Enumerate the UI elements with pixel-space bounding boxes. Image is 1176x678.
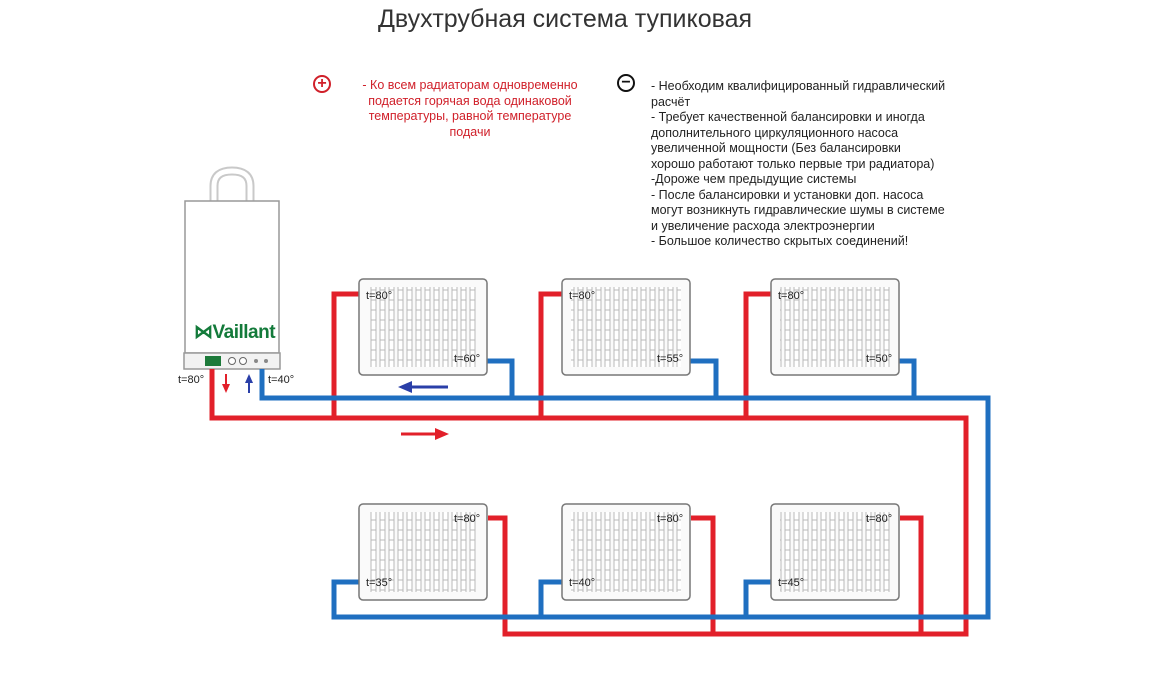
radiator-bottom-2-in-temp: t=80° bbox=[657, 513, 684, 525]
pros-line: температуры, равной температуре bbox=[368, 109, 572, 123]
cons-line: могут возникнуть гидравлические шумы в с… bbox=[651, 203, 945, 217]
boiler-indicator bbox=[254, 359, 258, 363]
pros-line: подачи bbox=[449, 124, 491, 139]
cons-line: - После балансировки и установки доп. на… bbox=[651, 187, 924, 202]
cons-note: - Необходим квалифицированный гидравличе… bbox=[651, 79, 991, 250]
cons-line: увеличенной мощности (Без балансировки bbox=[651, 141, 901, 155]
plus-icon: + bbox=[313, 75, 331, 93]
radiator-bottom-2 bbox=[561, 503, 691, 601]
boiler-body bbox=[184, 200, 280, 354]
radiator-bottom-3-out-temp: t=45° bbox=[778, 577, 805, 589]
cons-line: и увеличение расхода электроэнергии bbox=[651, 218, 875, 233]
diagram-title: Двухтрубная система тупиковая bbox=[377, 5, 753, 33]
boiler-knob bbox=[228, 357, 236, 365]
cons-line: - Требует качественной балансировки и ин… bbox=[651, 110, 925, 124]
boiler-supply-temp: t=80° bbox=[178, 374, 205, 386]
boiler-indicator bbox=[264, 359, 268, 363]
radiator-top-1-out-temp: t=60° bbox=[454, 353, 481, 365]
cons-line: -Дороже чем предыдущие системы bbox=[651, 172, 857, 186]
radiator-bottom-2-out-temp: t=40° bbox=[569, 577, 596, 589]
arrow-left-icon bbox=[398, 381, 448, 393]
radiator-bottom-3 bbox=[770, 503, 900, 601]
minus-icon: − bbox=[617, 74, 635, 92]
boiler-return-temp: t=40° bbox=[268, 374, 295, 386]
radiator-bottom-3-in-temp: t=80° bbox=[866, 513, 893, 525]
boiler-brand-logo: ⋈Vaillant bbox=[194, 322, 276, 343]
supply-pipes bbox=[209, 291, 969, 637]
radiator-top-3-in-temp: t=80° bbox=[778, 290, 805, 302]
cons-line: дополнительного циркуляционного насоса bbox=[651, 125, 899, 140]
arrow-down-icon bbox=[222, 374, 230, 393]
pros-note: - Ко всем радиаторам одновременно подает… bbox=[340, 78, 600, 140]
radiator-top-1-in-temp: t=80° bbox=[366, 290, 393, 302]
radiator-bottom-1-in-temp: t=80° bbox=[454, 513, 481, 525]
cons-line: - Необходим квалифицированный гидравличе… bbox=[651, 79, 946, 93]
return-pipes bbox=[259, 358, 991, 620]
radiator-top-2 bbox=[561, 278, 691, 376]
radiator-bottom-1-out-temp: t=35° bbox=[366, 577, 393, 589]
radiator-top-2-in-temp: t=80° bbox=[569, 290, 596, 302]
arrow-right-icon bbox=[401, 428, 449, 440]
boiler-knob bbox=[239, 357, 247, 365]
radiator-top-3-out-temp: t=50° bbox=[866, 353, 893, 365]
radiator-bottom-1 bbox=[358, 503, 488, 601]
boiler bbox=[183, 166, 281, 370]
cons-line: хорошо работают только первые три радиат… bbox=[651, 156, 935, 171]
arrow-up-icon bbox=[245, 374, 253, 393]
boiler-display bbox=[205, 356, 221, 366]
radiator-top-2-out-temp: t=55° bbox=[657, 353, 684, 365]
pros-line: - Ко всем радиаторам одновременно bbox=[362, 78, 578, 92]
pros-line: подается горячая вода одинаковой bbox=[368, 93, 572, 108]
cons-line: - Большое количество скрытых соединений! bbox=[651, 234, 909, 248]
cons-line: расчёт bbox=[651, 94, 691, 109]
brand-mark-icon: ⋈ bbox=[194, 322, 213, 343]
radiator-top-3 bbox=[770, 278, 900, 376]
radiator-top-1 bbox=[358, 278, 488, 376]
